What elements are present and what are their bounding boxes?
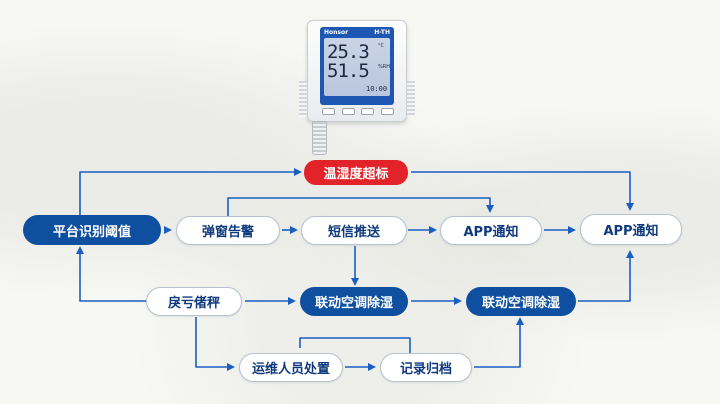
node-popup-alarm: 弹窗告警 <box>176 216 280 245</box>
device-button <box>322 108 335 115</box>
arrow-ac1-branch <box>299 337 411 354</box>
sensor-probe <box>312 121 327 155</box>
device-button <box>361 108 375 115</box>
humidity-reading: 51.5 <box>327 60 370 82</box>
arrow-branch-popup <box>227 197 494 217</box>
device-buttons <box>322 108 394 115</box>
device-brand: Honsor <box>324 29 349 36</box>
node-sms-push: 短信推送 <box>301 216 407 245</box>
node-record-archive: 记录归档 <box>380 353 472 382</box>
node-ac-dehumidify-1: 联动空调除湿 <box>300 287 408 316</box>
arrow-garbled-to-platform <box>76 246 150 302</box>
temperature-reading: 25.3 <box>327 41 370 63</box>
temperature-unit: °C <box>378 43 384 49</box>
vent-right <box>407 81 415 117</box>
node-ac-dehumidify-2: 联动空调除湿 <box>466 287 576 316</box>
node-ops-handling: 运维人员处置 <box>239 353 343 382</box>
arrow-alarm-to-app2 <box>411 171 634 211</box>
device-button <box>380 108 394 115</box>
node-app-notify-2: APP通知 <box>580 214 682 245</box>
vent-left <box>299 81 307 117</box>
node-platform-threshold: 平台识别阈值 <box>23 215 161 245</box>
arrow-record-to-ac2 <box>474 317 524 368</box>
device-model: H-TH <box>374 29 390 36</box>
time-reading: 10:00 <box>366 85 388 93</box>
node-app-notify-1: APP通知 <box>440 216 542 245</box>
temperature-humidity-sensor: Honsor H-TH 25.3 °C 51.5 %RH 10:00 <box>299 20 415 122</box>
arrow-garbled-to-ops <box>195 317 235 371</box>
node-over-limit: 温湿度超标 <box>304 160 408 185</box>
node-garbled-label: 戾亏偖秤 <box>146 287 242 316</box>
arrow-platform-to-alarm <box>79 168 302 217</box>
lcd-screen <box>324 38 390 96</box>
arrow-ac2-to-app2 <box>578 250 634 302</box>
humidity-unit: %RH <box>378 64 390 70</box>
device-button <box>341 108 355 115</box>
